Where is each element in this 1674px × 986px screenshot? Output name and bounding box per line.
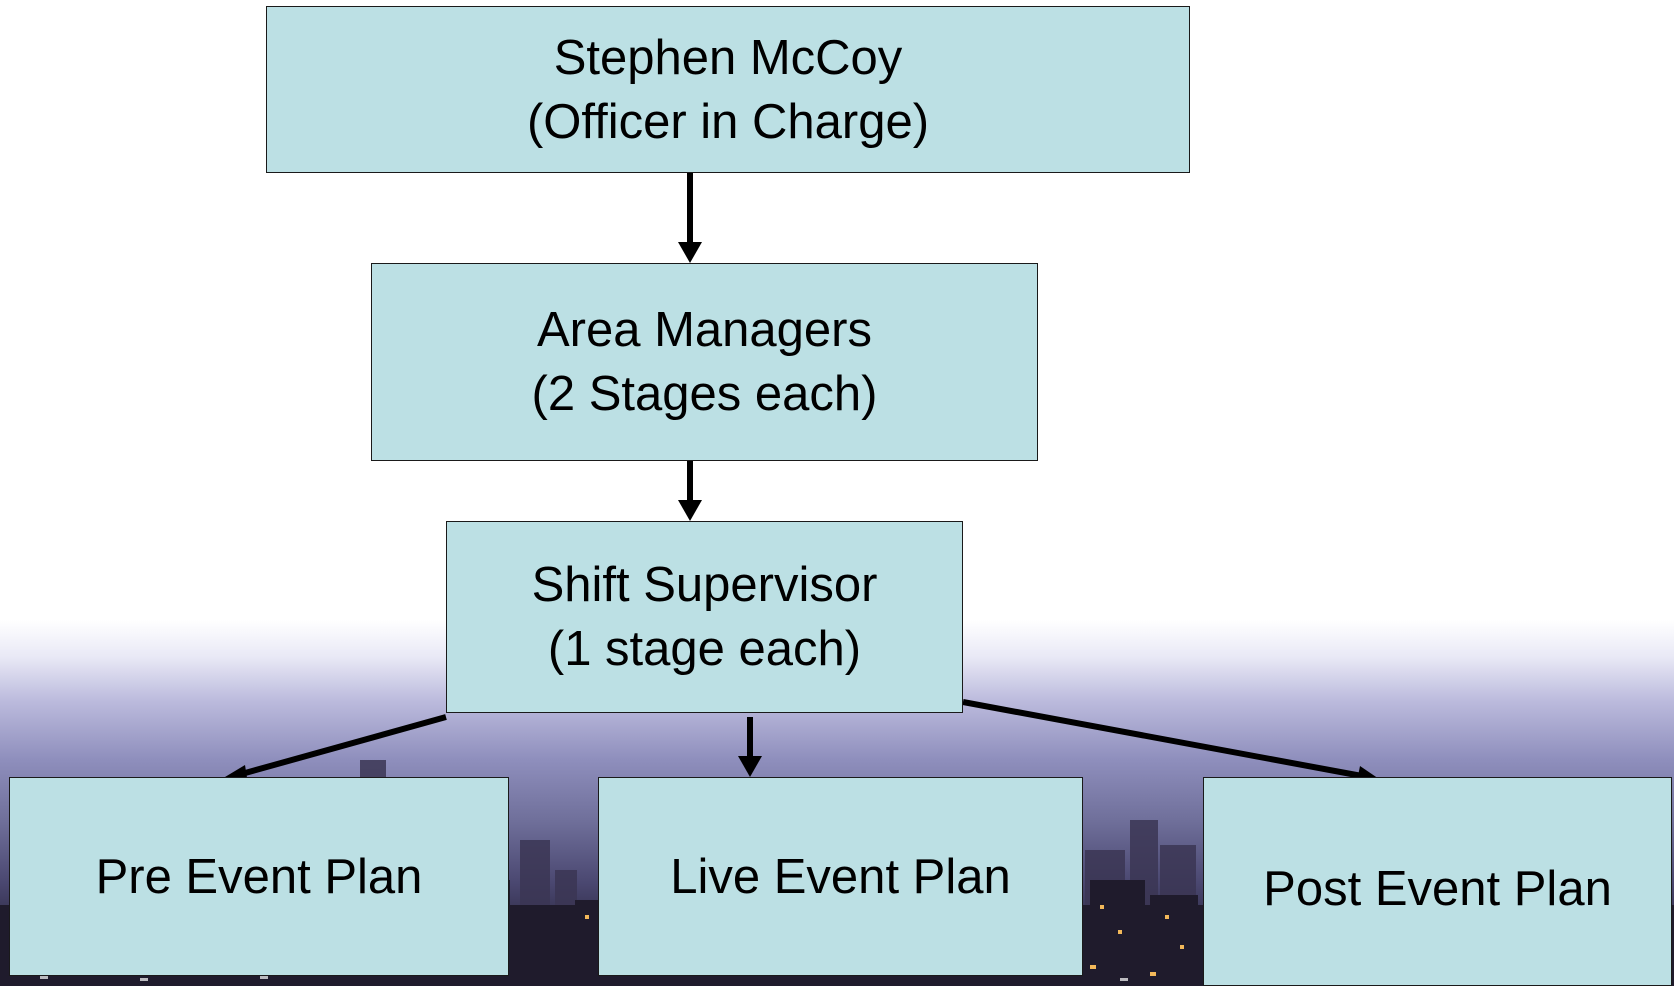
node-shift-supervisor-role: (1 stage each) (547, 622, 862, 676)
arrowhead-area (678, 242, 702, 263)
node-area-managers-name: Area Managers (536, 303, 872, 357)
node-shift-supervisor: Shift Supervisor (1 stage each) (446, 521, 963, 713)
arrowhead-shift (678, 500, 702, 521)
arrowhead-live (738, 756, 762, 777)
node-area-managers: Area Managers (2 Stages each) (371, 263, 1038, 461)
node-officer-in-charge: Stephen McCoy (Officer in Charge) (266, 6, 1190, 173)
node-shift-supervisor-name: Shift Supervisor (531, 558, 878, 612)
node-area-managers-role: (2 Stages each) (531, 367, 878, 421)
node-live-event-label: Live Event Plan (670, 849, 1011, 904)
node-post-event-plan: Post Event Plan (1203, 777, 1672, 986)
node-live-event-plan: Live Event Plan (598, 777, 1083, 976)
node-post-event-label: Post Event Plan (1263, 861, 1612, 916)
node-pre-event-label: Pre Event Plan (95, 849, 423, 904)
arrow-shift-to-post (962, 699, 1363, 779)
node-officer-name: Stephen McCoy (553, 30, 903, 85)
node-pre-event-plan: Pre Event Plan (9, 777, 509, 976)
arrow-shift-to-pre (237, 714, 447, 778)
node-officer-role: (Officer in Charge) (526, 94, 930, 149)
